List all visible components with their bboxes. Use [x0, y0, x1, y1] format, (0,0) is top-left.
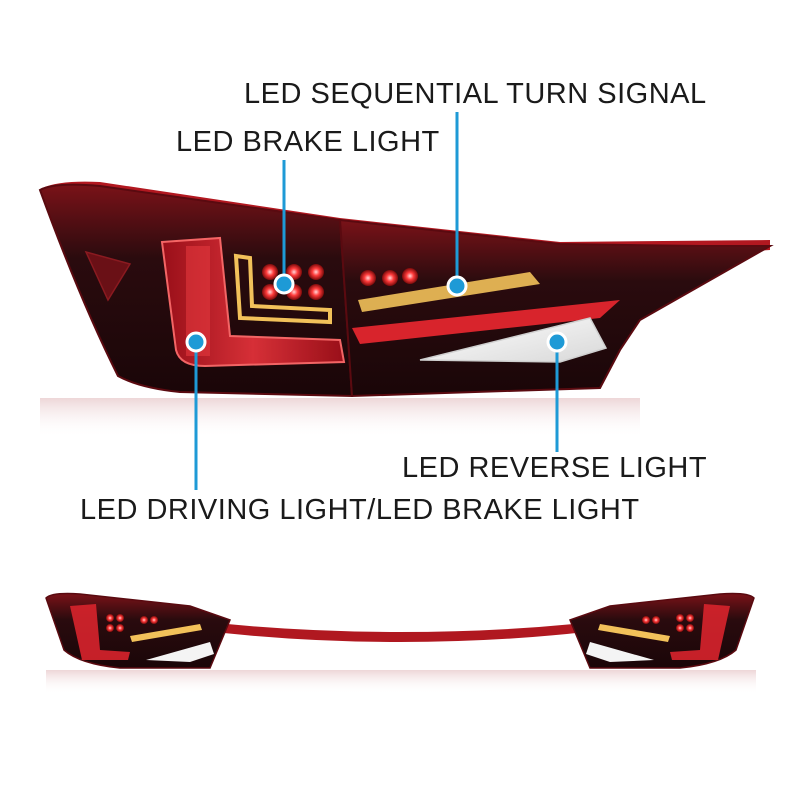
brake-light-label: LED BRAKE LIGHT — [176, 126, 440, 158]
driving-brake-light-label: LED DRIVING LIGHT/LED BRAKE LIGHT — [80, 494, 640, 526]
full-taillight-set — [45, 592, 756, 694]
trim-strip — [42, 181, 770, 262]
brake-led-cluster — [262, 264, 324, 300]
turn-signal-label: LED SEQUENTIAL TURN SIGNAL — [244, 78, 707, 110]
callout-lines — [185, 112, 568, 490]
amber-outline — [233, 253, 332, 325]
floor-reflection — [40, 398, 640, 438]
small-reflector — [84, 250, 132, 302]
reverse-light-label: LED REVERSE LIGHT — [402, 452, 708, 484]
main-taillight — [38, 181, 774, 438]
center-trunk-strip — [120, 610, 680, 642]
lower-red-bar — [352, 300, 620, 344]
turn-led-row — [360, 268, 418, 286]
set-reflection — [46, 670, 756, 694]
